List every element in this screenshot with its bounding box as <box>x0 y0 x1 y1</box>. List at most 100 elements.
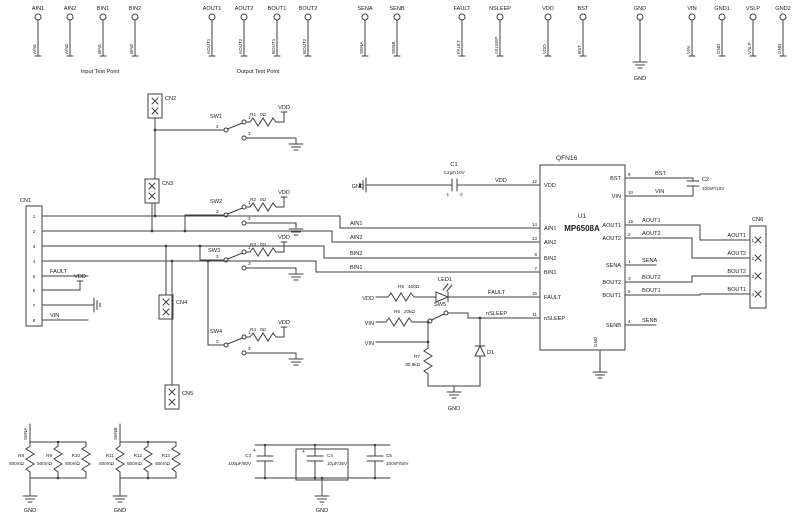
pin-name: VIN <box>612 194 621 200</box>
value-label: 500mΩ <box>65 461 80 466</box>
testpoint-circle <box>66 13 74 21</box>
pin-name: GND <box>593 336 598 347</box>
net-label: FAULT <box>50 269 68 275</box>
pin-number: 15 <box>532 291 538 296</box>
pin-number: 3 <box>248 261 251 266</box>
net-label: VDD <box>542 44 547 54</box>
testpoint-circle <box>393 13 401 21</box>
testpoint-circle <box>718 13 726 21</box>
value-label: 0Ω <box>260 112 267 117</box>
pin-number: 8 <box>33 318 36 323</box>
pin-number: 3 <box>751 274 754 279</box>
pin-name: SENB <box>606 323 622 329</box>
net-label: GND <box>114 508 126 514</box>
resistor-symbol <box>249 247 277 257</box>
pin-number: 9 <box>628 172 631 177</box>
ground-symbol <box>632 55 648 69</box>
net-label: GND <box>777 43 782 54</box>
net-label: GND <box>316 508 328 514</box>
pin-number: 4 <box>628 319 631 324</box>
ref-label: CN6 <box>752 217 763 223</box>
testpoint-circle <box>579 13 587 21</box>
ref-label: R11 <box>106 453 115 458</box>
net-label: AIN2 <box>64 43 69 54</box>
fault-led-block: VDD R5 460Ω LED1 FAULT <box>362 277 541 303</box>
net-label: GND <box>634 76 646 82</box>
value-label: 100nF/50V <box>386 461 409 466</box>
pin-name: BIN2 <box>544 256 556 262</box>
connector-cn2: CN2 <box>147 93 176 217</box>
ref-label: R2 <box>250 197 256 202</box>
input-signal-wires: AIN1 AIN2 BIN2 BIN1 <box>41 215 541 273</box>
net-label: BOUT1 <box>727 287 746 293</box>
value-label: 100nF/16V <box>702 186 725 191</box>
testpoint-label: BST <box>578 6 589 12</box>
net-label: VIN <box>655 189 664 195</box>
net-label: AOUT1 <box>727 233 746 239</box>
pin-number: 1 <box>248 330 251 335</box>
testpoint-label: BIN2 <box>129 6 141 12</box>
testpoint-circle <box>240 13 248 21</box>
switch-block-sw2: SW2 1 2 3 R2 0Ω VDD <box>184 190 304 236</box>
pin-name: AOUT1 <box>602 223 621 229</box>
ground-symbol <box>288 267 304 281</box>
switch-block-sw4: SW4 1 2 3 R4 0Ω VDD <box>207 260 304 366</box>
pin-name: FAULT <box>544 295 562 301</box>
net-label: BOUT2 <box>727 269 746 275</box>
resistor-symbol <box>81 445 91 473</box>
testpoint-circle <box>131 13 139 21</box>
net-label: GND <box>24 508 36 514</box>
net-label: GND <box>352 184 364 190</box>
net-label: BST <box>577 45 582 54</box>
ref-label: C4 <box>327 453 333 458</box>
connector-cn5: CN5 <box>164 260 193 410</box>
testpoint-label: GND2 <box>775 6 791 12</box>
pin-number: 16 <box>628 219 634 224</box>
pin-name: BST <box>610 176 621 182</box>
ref-label: LED1 <box>438 277 452 283</box>
net-label: VSLP <box>747 42 752 54</box>
resistor-symbol <box>171 445 181 473</box>
ground-symbol <box>446 385 462 399</box>
value-label: 500mΩ <box>37 461 52 466</box>
resistor-symbol <box>385 317 413 327</box>
net-label: AIN1 <box>350 221 362 227</box>
polarity-plus: + <box>302 449 305 455</box>
net-label: SENA <box>642 258 658 264</box>
net-label: BOUT1 <box>271 38 276 54</box>
ref-label: D1 <box>487 350 494 356</box>
net-label: FAULT <box>488 290 506 296</box>
value-label: 80.9kΩ <box>405 362 420 367</box>
net-label: BST <box>655 171 666 177</box>
value-label: 460Ω <box>408 284 420 289</box>
capacitor-c1-block: GND C1 2.2µF/10V 1 2 VDD <box>352 162 541 197</box>
testpoint-circle <box>496 13 504 21</box>
pin-number: 1 <box>446 192 449 197</box>
value-label: 0Ω <box>260 242 267 247</box>
polarity-plus: + <box>253 448 256 454</box>
ground-symbol <box>288 222 304 236</box>
net-label: BIN2 <box>129 43 134 54</box>
ground-symbol <box>87 297 101 313</box>
ground-symbol <box>22 489 38 503</box>
output-wires: AOUT1 AOUT2 BOUT2 BOUT1 SENA SENB AOUT1 … <box>624 218 751 326</box>
pin-number: 14 <box>532 222 538 227</box>
testpoint-circle <box>208 13 216 21</box>
ground-symbol <box>288 137 304 151</box>
net-label: VIN <box>686 46 691 54</box>
value-label: 500mΩ <box>9 461 24 466</box>
ref-label: SW2 <box>210 199 222 205</box>
bulk-capacitor-bank: + C3 100µF/50V + C4 10µF/35V C5 100nF/50… <box>228 444 409 514</box>
testpoint-label: BIN1 <box>97 6 109 12</box>
connector-cn1: CN1 1 2 3 4 5 6 7 8 FAULT VDD VIN <box>20 198 101 327</box>
pin-number: 2 <box>751 256 754 261</box>
ground-symbol <box>592 365 608 379</box>
net-label: AIN1 <box>32 43 37 54</box>
